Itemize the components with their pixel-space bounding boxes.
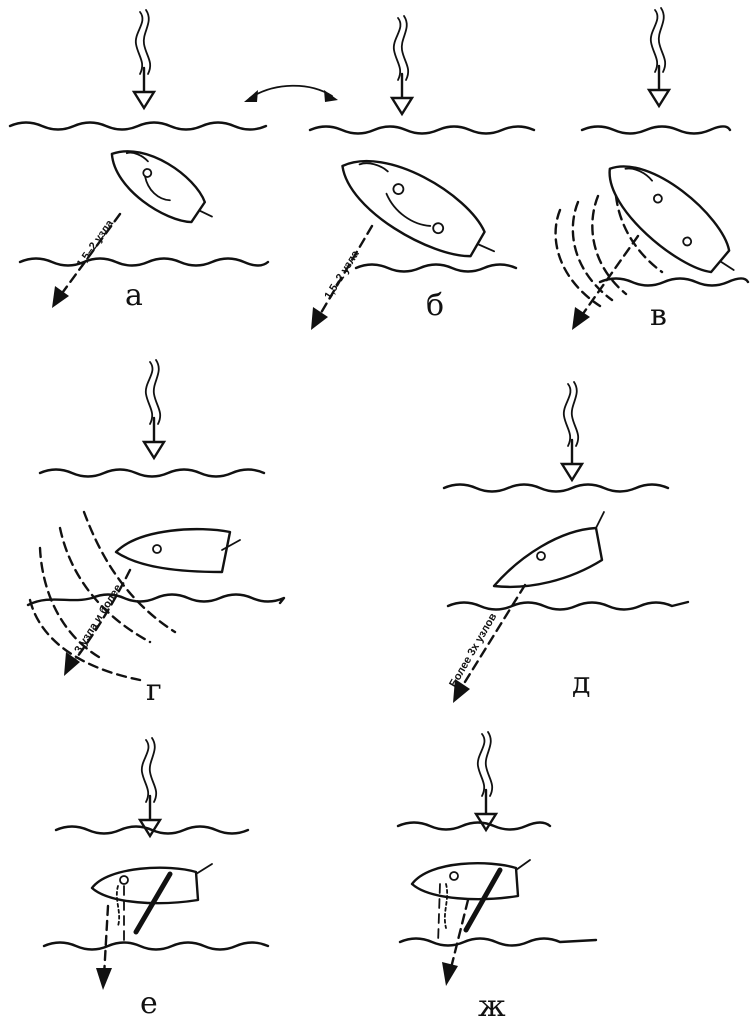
wave-line-bottom <box>28 595 284 606</box>
drift-arrow <box>460 585 525 690</box>
wind-icon <box>649 8 669 106</box>
wave-line-top <box>582 127 730 134</box>
wind-icon <box>476 732 496 830</box>
wind-icon <box>562 382 582 480</box>
wave-line-bottom <box>44 943 268 950</box>
boat-hull <box>92 864 212 903</box>
speed-label-a: 1,5–2 узла <box>75 217 117 270</box>
boat-hull <box>494 512 604 587</box>
wave-line-top <box>398 823 550 830</box>
wave-line-bottom <box>20 259 268 266</box>
oscillation-arc <box>556 210 600 306</box>
wave-line-bottom <box>400 939 596 946</box>
wave-line-top <box>444 485 668 492</box>
wave-line-bottom <box>600 279 748 286</box>
panel-g: 3 узла и более г <box>28 360 284 708</box>
panel-e: е <box>44 738 268 1021</box>
panel-zh: ж <box>398 732 596 1022</box>
wind-icon <box>144 360 164 458</box>
panel-label-d: д <box>572 666 590 701</box>
panel-label-g: г <box>146 673 162 708</box>
panel-b: 1,5–2 узла б <box>310 16 534 330</box>
boat-hull <box>412 860 530 899</box>
panel-d: Более 3х узлов д <box>444 382 688 703</box>
panel-label-b: б <box>426 288 444 323</box>
wave-line-top <box>40 470 264 477</box>
speed-label-b: 1,5–2 узла <box>322 248 362 302</box>
panel-v: в <box>556 8 750 333</box>
double-headed-curved-arrow-icon <box>244 86 338 102</box>
wind-icon <box>140 738 160 836</box>
wind-icon <box>392 16 412 114</box>
panel-label-zh: ж <box>478 989 506 1022</box>
panel-a: 1,5–2 узла а <box>10 10 268 313</box>
boat-hull <box>100 134 223 238</box>
panel-label-e: е <box>140 986 158 1021</box>
speed-label-d: Более 3х узлов <box>447 611 499 689</box>
wave-line-bottom <box>448 602 688 610</box>
wave-line-top <box>310 127 534 134</box>
drift-arrow <box>450 900 468 972</box>
boat-hull <box>593 146 750 292</box>
wave-line-top <box>10 123 266 130</box>
drift-arrow <box>104 906 108 976</box>
wave-line-bottom <box>356 265 516 272</box>
boat-hull <box>116 529 240 572</box>
wind-icon <box>134 10 154 108</box>
panel-label-v: в <box>650 298 667 333</box>
panel-label-a: а <box>125 278 143 313</box>
